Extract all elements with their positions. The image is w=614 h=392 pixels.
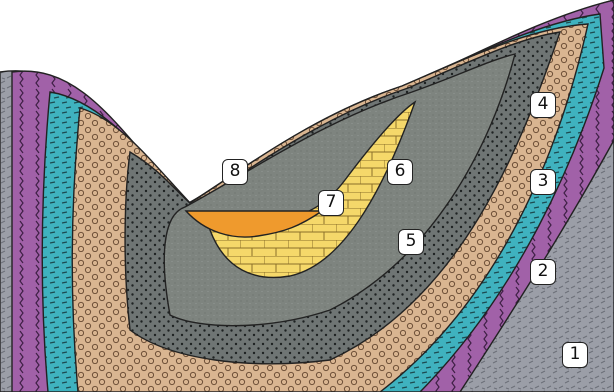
label-layer-5: 5: [398, 229, 424, 255]
label-layer-4: 4: [530, 92, 556, 118]
label-layer-1: 1: [562, 342, 588, 368]
label-layer-7: 7: [318, 190, 344, 216]
label-layer-6: 6: [387, 159, 413, 185]
label-layer-2: 2: [530, 259, 556, 285]
label-layer-3: 3: [530, 169, 556, 195]
label-layer-8: 8: [222, 159, 248, 185]
